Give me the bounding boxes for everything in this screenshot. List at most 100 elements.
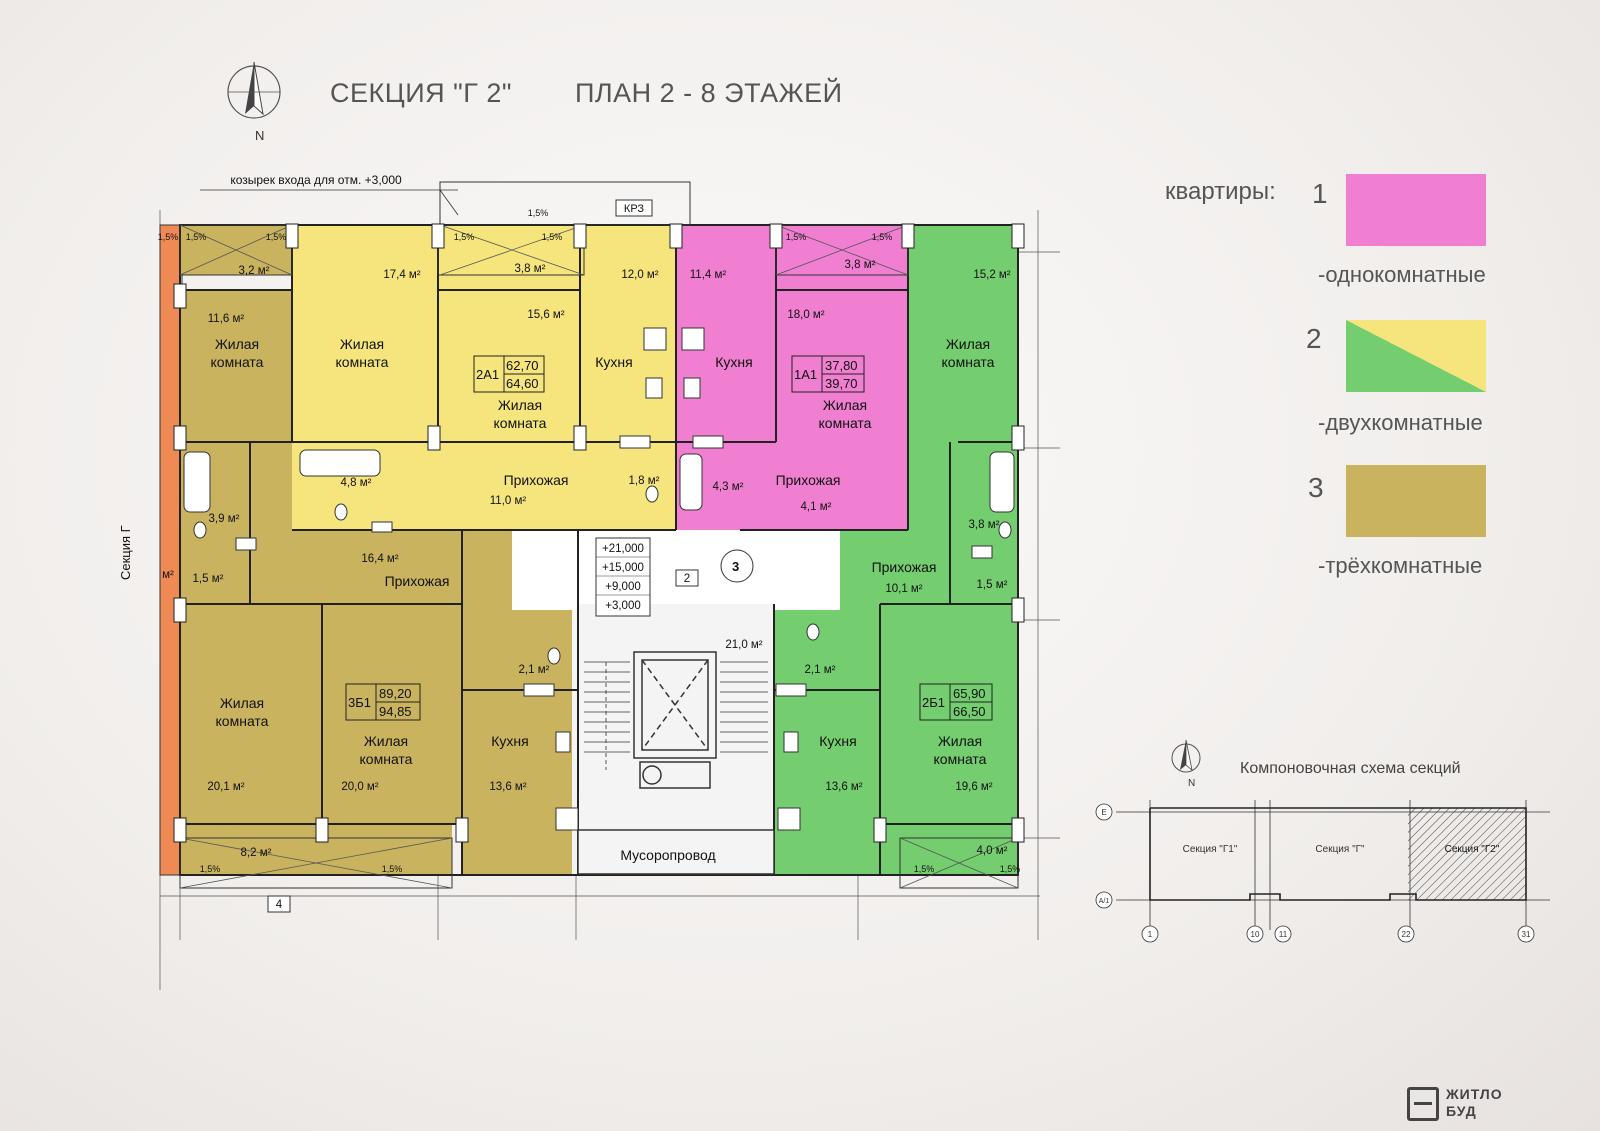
room-kitchen-2: Кухня xyxy=(715,354,752,370)
apt-1a1-area1: 37,80 xyxy=(825,358,858,373)
area-32: 3,2 м² xyxy=(239,265,270,277)
area-110: 11,0 м² xyxy=(490,495,527,507)
balcony-slope-1: 1,5% xyxy=(528,208,549,218)
area-40: 4,0 м² xyxy=(977,845,1008,857)
area-left-edge: м² xyxy=(162,569,174,581)
balcony-slope-9: 1,5% xyxy=(382,864,403,874)
krz-label: КРЗ xyxy=(624,203,645,215)
area-21b: 2,1 м² xyxy=(805,664,836,676)
balcony-slope-3: 1,5% xyxy=(542,232,563,242)
room-kitchen-3: Кухня xyxy=(491,733,528,749)
area-101: 10,1 м² xyxy=(885,583,922,595)
area-41: 4,1 м² xyxy=(801,501,832,513)
neighbor-section-strip xyxy=(160,225,180,875)
area-43: 4,3 м² xyxy=(713,481,744,493)
apt-2a1-area2: 64,60 xyxy=(506,376,539,391)
canopy-note: козырек входа для отм. +3,000 xyxy=(230,173,402,187)
stair-marker: 2 xyxy=(684,573,690,585)
apt-2b1-code: 2Б1 xyxy=(922,695,945,710)
legend-num-2: 2 xyxy=(1306,323,1322,354)
balcony-slope-7: 1,5% xyxy=(266,232,287,242)
company-logo xyxy=(1407,1087,1439,1121)
room-living-4a: Жилая xyxy=(823,397,867,413)
room-hall-4: Прихожая xyxy=(872,559,937,575)
area-48: 4,8 м² xyxy=(341,477,372,489)
apt-2a1-code: 2А1 xyxy=(476,367,499,382)
area-38c: 3,8 м² xyxy=(969,519,1000,531)
apt-2a1-area1: 62,70 xyxy=(506,358,539,373)
legend-heading: квартиры: xyxy=(1165,178,1276,205)
room-living-4b: комната xyxy=(819,415,872,431)
room-living-3b: комната xyxy=(494,415,547,431)
logo-line-2: БУД xyxy=(1446,1103,1477,1119)
section-side-label: Секция Г xyxy=(118,525,133,580)
room-living-7b: комната xyxy=(360,751,413,767)
elev-mark-4: +3,000 xyxy=(605,600,641,612)
balcony-slope-8: 1,5% xyxy=(200,864,221,874)
room-living-5b: комната xyxy=(942,354,995,370)
area-114: 11,4 м² xyxy=(690,269,727,281)
legend-swatch-3 xyxy=(1346,465,1486,537)
room-living-3a: Жилая xyxy=(498,397,542,413)
logo-line-1: ЖИТЛО xyxy=(1446,1086,1503,1102)
room-living-6b: комната xyxy=(216,713,269,729)
room-living-2b: комната xyxy=(336,354,389,370)
room-areas: 3,2 м² 11,6 м² 17,4 м² 3,8 м² 15,6 м² 12… xyxy=(162,259,1011,859)
neighbor-slope: 1,5% xyxy=(158,232,179,242)
area-180: 18,0 м² xyxy=(787,309,824,321)
section-title: СЕКЦИЯ "Г 2" xyxy=(330,78,512,108)
apartment-2a1-zone xyxy=(292,225,676,530)
legend-label-2: -двухкомнатные xyxy=(1318,410,1483,435)
room-labels: Жилая комната Жилая комната Жилая комнат… xyxy=(211,336,995,863)
legend-label-3: -трёхкомнатные xyxy=(1318,553,1483,578)
room-living-5a: Жилая xyxy=(946,336,990,352)
balcony-slope-10: 1,5% xyxy=(914,864,935,874)
area-82: 8,2 м² xyxy=(241,847,272,859)
area-lobby: 21,0 м² xyxy=(725,639,762,651)
legend-num-3: 3 xyxy=(1308,472,1324,503)
room-living-7a: Жилая xyxy=(364,733,408,749)
area-136b: 13,6 м² xyxy=(825,781,862,793)
apt-3b1-code: 3Б1 xyxy=(348,695,371,710)
apt-1a1-area2: 39,70 xyxy=(825,376,858,391)
balcony-slope-11: 1,5% xyxy=(1000,864,1021,874)
scheme-compass-letter: N xyxy=(1188,778,1196,789)
apt-2b1-area2: 66,50 xyxy=(953,704,986,719)
area-15a: 1,5 м² xyxy=(193,573,224,585)
legend-label-1: -однокомнатные xyxy=(1318,262,1486,287)
elevation-box xyxy=(595,537,651,617)
area-152: 15,2 м² xyxy=(973,269,1010,281)
balcony-slope-2: 1,5% xyxy=(454,232,475,242)
room-hall-1: Прихожая xyxy=(504,472,569,488)
area-156: 15,6 м² xyxy=(527,309,564,321)
apt-2b1-area1: 65,90 xyxy=(953,686,986,701)
room-living-8a: Жилая xyxy=(938,733,982,749)
area-120: 12,0 м² xyxy=(621,269,658,281)
legend-swatch-1 xyxy=(1346,174,1486,246)
room-living-8b: комната xyxy=(934,751,987,767)
elevator-hall xyxy=(578,604,774,874)
legend-swatch-2 xyxy=(1346,320,1486,392)
scheme-title: Компоновочная схема секций xyxy=(1240,760,1461,777)
elev-mark-3: +9,000 xyxy=(605,581,641,593)
apt-1a1-code: 1А1 xyxy=(794,367,817,382)
area-136a: 13,6 м² xyxy=(489,781,526,793)
stair-number-circle xyxy=(720,549,754,583)
room-kitchen-4: Кухня xyxy=(819,733,856,749)
apartment-2b1-zone xyxy=(774,225,1018,874)
room-hall-2: Прихожая xyxy=(776,472,841,488)
area-201: 20,1 м² xyxy=(207,781,244,793)
axis-marker: 4 xyxy=(276,899,283,911)
area-174: 17,4 м² xyxy=(383,269,420,281)
area-21a: 2,1 м² xyxy=(519,664,550,676)
area-18: 1,8 м² xyxy=(629,475,660,487)
area-196: 19,6 м² xyxy=(955,781,992,793)
legend-num-1: 1 xyxy=(1312,178,1328,209)
area-15b: 1,5 м² xyxy=(977,579,1008,591)
room-living-1b: комната xyxy=(211,354,264,370)
stair-number: 3 xyxy=(732,559,739,574)
apt-3b1-area2: 94,85 xyxy=(379,704,412,719)
area-39: 3,9 м² xyxy=(209,513,240,525)
garbage-chute-label: Мусоропровод xyxy=(620,847,715,863)
